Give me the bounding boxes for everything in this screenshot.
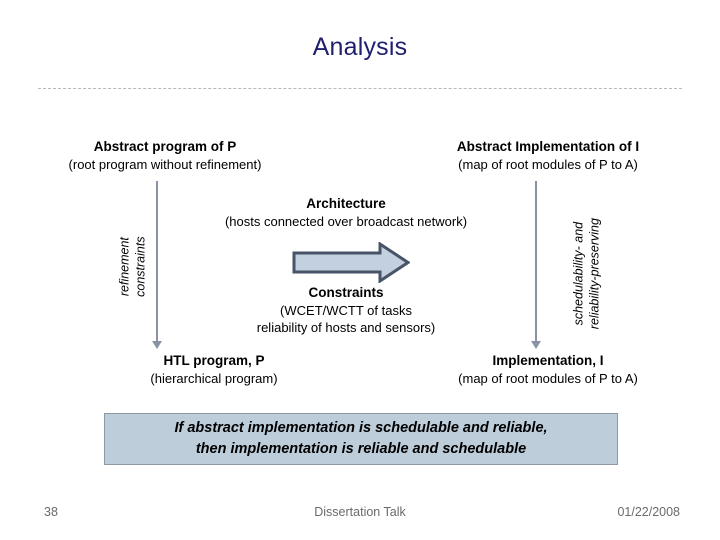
refinement-label-line1: refinement [117, 237, 132, 297]
constraints-block: Constraints (WCET/WCTT of tasks reliabil… [196, 284, 496, 336]
architecture-subtitle: (hosts connected over broadcast network) [224, 213, 468, 229]
right-block-arrow-icon [292, 241, 411, 284]
down-arrow-icon-left [152, 181, 162, 349]
abstract-program-block: Abstract program of P (root program with… [20, 138, 310, 173]
constraints-subtitle-line1: (WCET/WCTT of tasks [280, 302, 412, 318]
arrow-shaft [535, 181, 537, 341]
preserving-label-line2: reliability-preserving [587, 218, 601, 330]
refinement-constraints-label: refinement constraints [117, 202, 148, 332]
footer-date: 01/22/2008 [617, 505, 680, 519]
conclusion-line2: then implementation is reliable and sche… [195, 441, 527, 457]
page-title: Analysis [312, 33, 408, 61]
abstract-implementation-heading: Abstract Implementation of I [456, 139, 640, 154]
abstract-implementation-subtitle: (map of root modules of P to A) [458, 156, 638, 172]
implementation-heading: Implementation, I [492, 353, 604, 368]
implementation-block: Implementation, I (map of root modules o… [398, 352, 698, 387]
conclusion-text: If abstract implementation is schedulabl… [174, 418, 547, 459]
arrow-shaft [156, 181, 158, 341]
abstract-program-heading: Abstract program of P [93, 139, 237, 154]
footer-center-text: Dissertation Talk [314, 505, 406, 519]
htl-program-subtitle: (hierarchical program) [150, 370, 278, 386]
constraints-subtitle-line2: reliability of hosts and sensors) [256, 319, 436, 335]
down-arrow-icon-right [531, 181, 541, 349]
arrow-head [152, 341, 162, 349]
arrow-head [531, 341, 541, 349]
conclusion-line1: If abstract implementation is schedulabl… [174, 420, 548, 437]
refinement-label-line2: constraints [133, 236, 147, 297]
footer-page-number: 38 [44, 505, 58, 519]
schedulability-preserving-label: schedulability- and reliability-preservi… [571, 199, 602, 349]
implementation-subtitle: (map of root modules of P to A) [458, 370, 638, 386]
preserving-label-line1: schedulability- and [571, 221, 586, 326]
htl-program-heading: HTL program, P [163, 353, 265, 368]
constraints-heading: Constraints [308, 285, 384, 300]
architecture-heading: Architecture [306, 196, 386, 211]
title-divider [38, 88, 682, 89]
conclusion-callout: If abstract implementation is schedulabl… [104, 413, 618, 465]
abstract-implementation-block: Abstract Implementation of I (map of roo… [398, 138, 698, 173]
htl-program-block: HTL program, P (hierarchical program) [74, 352, 354, 387]
abstract-program-subtitle: (root program without refinement) [68, 156, 262, 172]
architecture-block: Architecture (hosts connected over broad… [196, 195, 496, 230]
